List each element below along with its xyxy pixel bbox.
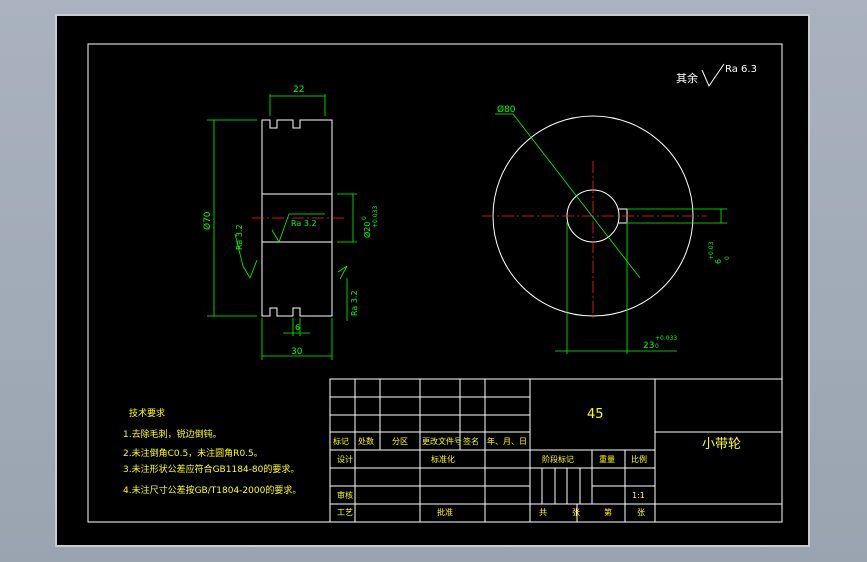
tb-standard: 标准化 xyxy=(431,454,455,464)
hdr-sign: 签名 xyxy=(463,436,479,446)
tech-requirements: 技术要求 1.去除毛刺，锐边倒钝。 2.未注倒角C0.5，未注圆角R0.5。 3… xyxy=(123,407,301,496)
ra-left: Ra 3.2 xyxy=(235,224,244,250)
tech-item-1: 1.去除毛刺，锐边倒钝。 xyxy=(123,428,222,440)
tb-page: 第 xyxy=(604,507,612,517)
bore-tol-upper: +0.033 xyxy=(372,206,379,228)
dim-groove: 6 xyxy=(295,323,300,332)
title-block: 45 小带轮 标记 处数 分区 更改文件号 签名 年、月、日 设计 标准化 审核… xyxy=(329,378,783,523)
roughness-bottom-icon xyxy=(337,265,348,280)
tb-weight: 重量 xyxy=(599,454,615,464)
tech-title: 技术要求 xyxy=(129,407,165,419)
hdr-mark: 标记 xyxy=(333,436,349,446)
tech-item-2: 2.未注倒角C0.5，未注圆角R0.5。 xyxy=(123,447,263,459)
ra-bore: Ra 3.2 xyxy=(291,219,317,228)
cad-drawing: 其余 Ra 6.3 22 Ø70 Ø xyxy=(87,43,783,523)
dim-width: 30 xyxy=(291,347,303,357)
section-lower xyxy=(261,241,333,317)
drawing-canvas: 其余 Ra 6.3 22 Ø70 Ø xyxy=(55,14,810,547)
dim-key: 23 xyxy=(643,341,654,351)
tb-stage: 阶段标记 xyxy=(542,454,574,464)
part-name: 小带轮 xyxy=(702,437,741,452)
tb-sheet2: 张 xyxy=(637,508,645,517)
dim-bore: Ø20 xyxy=(362,222,372,238)
tb-approve: 批准 xyxy=(437,507,453,517)
tb-ratio: 比例 xyxy=(631,454,647,464)
surface-finish-value: Ra 6.3 xyxy=(725,64,757,75)
material: 45 xyxy=(587,407,604,422)
section-upper xyxy=(261,119,333,195)
dim-22: 22 xyxy=(293,85,304,95)
hdr-count: 处数 xyxy=(358,436,374,446)
surface-finish-note: 其余 Ra 6.3 xyxy=(676,63,757,88)
dim-dia70: Ø70 xyxy=(202,211,213,230)
keyway-tol-upper: +0.03 xyxy=(708,241,715,260)
surface-finish-label: 其余 xyxy=(676,71,698,85)
hdr-zone: 分区 xyxy=(392,437,408,446)
roughness-left-icon xyxy=(242,259,258,279)
key-tol-upper: +0.033 xyxy=(655,335,677,342)
front-view: Ø80 23 +0.033 0 6 +0.03 0 xyxy=(482,104,731,354)
hdr-docno: 更改文件号 xyxy=(422,436,462,446)
tb-process: 工艺 xyxy=(337,508,353,517)
tb-review: 审核 xyxy=(337,490,353,500)
tech-item-3: 3.未注形状公差应符合GB1184-80的要求。 xyxy=(123,463,299,475)
bore-tol-lower: 0 xyxy=(361,216,368,220)
roughness-symbol-icon xyxy=(701,63,725,88)
tb-sheet: 张 xyxy=(572,508,580,517)
keyway-tol-lower: 0 xyxy=(724,256,731,260)
tb-total: 共 xyxy=(539,508,547,517)
tb-design: 设计 xyxy=(337,454,353,464)
tb-scale: 1:1 xyxy=(632,491,645,500)
dim-dia80: Ø80 xyxy=(497,104,516,115)
roughness-bore-icon xyxy=(271,213,290,243)
ra-bottom: Ra 3.2 xyxy=(350,290,359,316)
tech-item-4: 4.未注尺寸公差按GB/T1804-2000的要求。 xyxy=(123,484,301,496)
key-tol-lower: 0 xyxy=(655,343,659,350)
dim-keyway: 6 xyxy=(714,259,723,264)
hdr-date: 年、月、日 xyxy=(487,436,527,446)
section-view: 22 Ø70 Ø20 +0.033 0 6 30 Ra 3.2 Ra 3.2 xyxy=(202,85,379,360)
